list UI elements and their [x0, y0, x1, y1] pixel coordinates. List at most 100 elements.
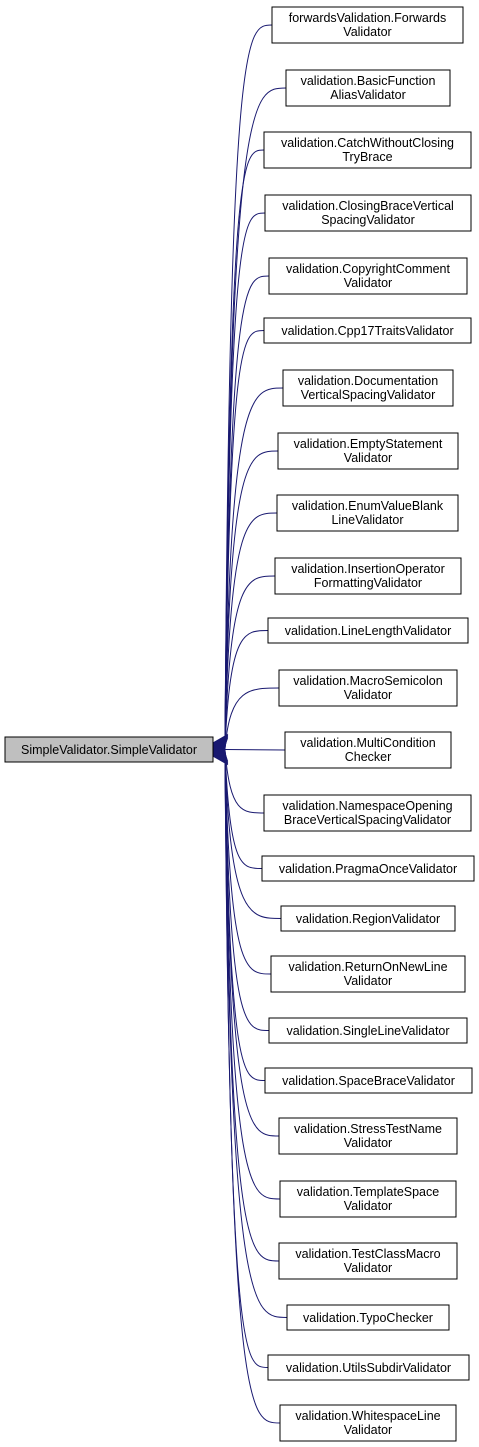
- inheritance-edge: [224, 687, 280, 749]
- subclass-label-line: BraceVerticalSpacingValidator: [284, 813, 451, 827]
- inheritance-edge: [224, 630, 269, 749]
- subclass-box: [276, 494, 459, 532]
- subclass-node-namespace-opening-brace-vertical-spacing-validator[interactable]: validation.NamespaceOpeningBraceVertical…: [263, 794, 472, 832]
- arrowhead: [211, 755, 229, 766]
- subclass-box: [278, 669, 458, 707]
- subclass-label-line: validation.EnumValueBlank: [292, 499, 444, 513]
- subclass-label-line: forwardsValidation.Forwards: [289, 11, 446, 25]
- subclass-label: validation.Cpp17TraitsValidator: [281, 324, 453, 338]
- subclass-node-pragma-once-validator[interactable]: validation.PragmaOnceValidator: [261, 855, 475, 882]
- subclass-node-single-line-validator[interactable]: validation.SingleLineValidator: [268, 1017, 468, 1044]
- subclass-box: [267, 617, 469, 644]
- subclass-label-line: Validator: [344, 1199, 392, 1213]
- subclass-box: [268, 257, 468, 295]
- subclass-label-line: validation.NamespaceOpening: [282, 799, 452, 813]
- inheritance-edge: [224, 754, 288, 1318]
- root-class-box: [4, 736, 214, 763]
- subclass-label-line: Validator: [344, 1136, 392, 1150]
- subclass-box: [263, 317, 472, 344]
- subclass-label: validation.RegionValidator: [296, 912, 440, 926]
- subclass-label-line: Validator: [344, 1423, 392, 1437]
- subclass-label-line: validation.CopyrightComment: [286, 262, 450, 276]
- subclass-box: [264, 1067, 473, 1094]
- subclass-label: validation.LineLengthValidator: [285, 624, 452, 638]
- subclass-label-line: Validator: [343, 25, 391, 39]
- subclass-box: [264, 194, 472, 232]
- subclass-node-space-brace-validator[interactable]: validation.SpaceBraceValidator: [264, 1067, 473, 1094]
- root-class-node[interactable]: SimpleValidator.SimpleValidator: [4, 736, 214, 763]
- subclass-label-line: AliasValidator: [330, 88, 406, 102]
- subclass-nodes: forwardsValidation.ForwardsValidatorvali…: [261, 6, 475, 1442]
- subclass-box: [271, 6, 464, 44]
- subclass-label-line: Validator: [344, 1261, 392, 1275]
- subclass-node-typo-checker[interactable]: validation.TypoChecker: [286, 1304, 450, 1331]
- subclass-node-cpp17-traits-validator[interactable]: validation.Cpp17TraitsValidator: [263, 317, 472, 344]
- inheritance-edge: [224, 87, 287, 744]
- subclass-node-closing-brace-vertical-spacing-validator[interactable]: validation.ClosingBraceVerticalSpacingVa…: [264, 194, 472, 232]
- subclass-box: [277, 432, 459, 470]
- subclass-label-line: validation.EmptyStatement: [294, 437, 443, 451]
- subclass-box: [274, 557, 462, 595]
- subclass-label: validation.UtilsSubdirValidator: [286, 1361, 451, 1375]
- subclass-box: [268, 1017, 468, 1044]
- inheritance-edge: [224, 749, 286, 751]
- subclass-box: [285, 69, 451, 107]
- inheritance-edge: [224, 450, 279, 747]
- subclass-node-line-length-validator[interactable]: validation.LineLengthValidator: [267, 617, 469, 644]
- subclass-label-line: validation.WhitespaceLine: [295, 1409, 440, 1423]
- subclass-label-line: validation.MultiCondition: [300, 736, 436, 750]
- subclass-label-line: TryBrace: [342, 150, 392, 164]
- subclass-box: [267, 1354, 470, 1381]
- subclass-label-line: validation.ClosingBraceVertical: [282, 199, 454, 213]
- subclass-label-line: LineValidator: [331, 513, 403, 527]
- inheritance-edge: [224, 512, 278, 748]
- subclass-node-insertion-operator-formatting-validator[interactable]: validation.InsertionOperatorFormattingVa…: [274, 557, 462, 595]
- subclass-box: [282, 369, 454, 407]
- subclass-box: [280, 905, 456, 932]
- subclass-label-line: validation.StressTestName: [294, 1122, 442, 1136]
- subclass-label-line: SpacingValidator: [321, 213, 415, 227]
- inheritance-edge: [224, 24, 273, 743]
- subclass-label-line: Validator: [344, 451, 392, 465]
- subclass-box: [286, 1304, 450, 1331]
- subclass-node-region-validator[interactable]: validation.RegionValidator: [280, 905, 456, 932]
- subclass-label-line: Validator: [344, 276, 392, 290]
- subclass-box: [261, 855, 475, 882]
- subclass-box: [270, 955, 466, 993]
- subclass-box: [279, 1404, 457, 1442]
- inheritance-edge: [224, 575, 276, 748]
- subclass-label-line: Checker: [345, 750, 392, 764]
- subclass-box: [284, 731, 452, 769]
- subclass-label-line: validation.BasicFunction: [301, 74, 436, 88]
- subclass-node-documentation-vertical-spacing-validator[interactable]: validation.DocumentationVerticalSpacingV…: [282, 369, 454, 407]
- subclass-label: validation.PragmaOnceValidator: [279, 862, 457, 876]
- subclass-label-line: Validator: [344, 974, 392, 988]
- inheritance-edges: [211, 24, 288, 1424]
- inheritance-edge: [224, 330, 265, 746]
- subclass-label-line: validation.InsertionOperator: [291, 562, 445, 576]
- subclass-box: [279, 1180, 457, 1218]
- inheritance-edge: [224, 752, 270, 1031]
- subclass-label-line: validation.MacroSemicolon: [293, 674, 442, 688]
- subclass-label-line: validation.TemplateSpace: [297, 1185, 439, 1199]
- inheritance-edge: [224, 149, 265, 745]
- inheritance-edge: [224, 751, 272, 975]
- subclass-node-utils-subdir-validator[interactable]: validation.UtilsSubdirValidator: [267, 1354, 470, 1381]
- subclass-label-line: Validator: [344, 688, 392, 702]
- inheritance-edge: [224, 387, 284, 747]
- subclass-box: [278, 1117, 458, 1155]
